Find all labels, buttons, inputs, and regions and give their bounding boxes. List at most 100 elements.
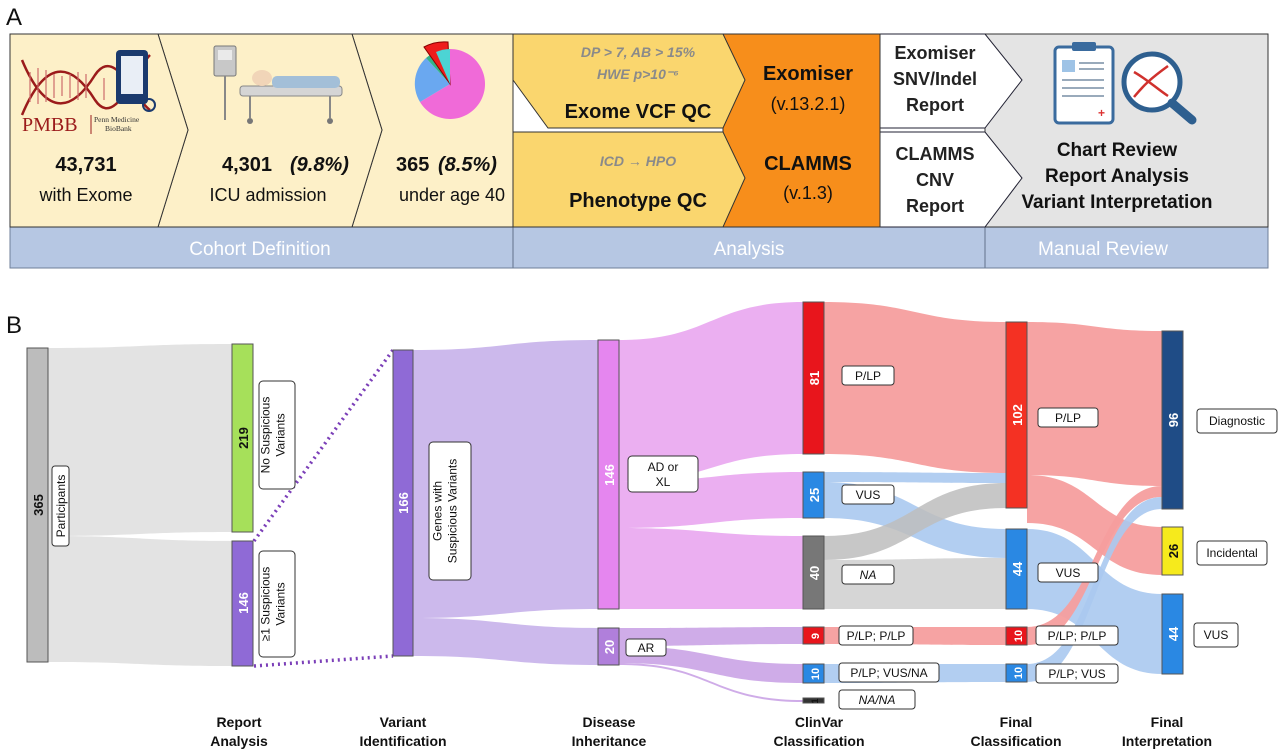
node-no-suspicious: 219 bbox=[231, 343, 254, 533]
report-exomiser-line2: SNV/Indel bbox=[893, 69, 977, 89]
pie-icon bbox=[414, 41, 486, 120]
section-analysis: Analysis bbox=[714, 239, 785, 260]
qc-chevron-phenotype bbox=[512, 131, 746, 228]
label-cv-plp: P/LP bbox=[841, 365, 895, 386]
svg-text:146: 146 bbox=[236, 592, 251, 614]
svg-text:96: 96 bbox=[1166, 413, 1181, 427]
node-fi-diagnostic: 96 bbox=[1161, 330, 1184, 510]
report-exomiser-line1: Exomiser bbox=[894, 43, 975, 63]
flow-adxl-plp bbox=[619, 302, 803, 482]
svg-text:P/LP; P/LP: P/LP; P/LP bbox=[847, 629, 906, 643]
qc-phenotype-criteria: ICD → HPO bbox=[600, 153, 676, 169]
node-cv-vus: 25 bbox=[802, 471, 825, 519]
node-fc-vus: 44 bbox=[1005, 528, 1028, 610]
svg-text:+: + bbox=[1098, 106, 1105, 120]
tools-box bbox=[722, 33, 881, 228]
flow-fc-plp-inc bbox=[1027, 475, 1162, 575]
node-fi-vus: 44 bbox=[1161, 593, 1184, 675]
node-cv-na-na: 1 bbox=[802, 697, 825, 704]
step-age-pct: (8.5%) bbox=[438, 154, 497, 176]
svg-text:26: 26 bbox=[1166, 544, 1181, 558]
label-no-suspicious: No SuspiciousVariants bbox=[258, 380, 296, 490]
label-suspicious: ≥1 SuspiciousVariants bbox=[258, 550, 296, 658]
svg-text:Genes withSuspicious Variants: Genes withSuspicious Variants bbox=[431, 459, 460, 564]
svg-text:No SuspiciousVariants: No SuspiciousVariants bbox=[259, 397, 288, 474]
node-fc-plp-plp: 10 bbox=[1005, 626, 1028, 646]
logo-acronym: PMBB bbox=[22, 114, 78, 136]
tool-exomiser-version: (v.13.2.1) bbox=[771, 94, 846, 114]
logo-name-line1: Penn Medicine bbox=[94, 115, 140, 124]
svg-text:44: 44 bbox=[1166, 626, 1181, 641]
label-ar: AR bbox=[625, 638, 667, 657]
svg-text:P/LP: P/LP bbox=[1055, 411, 1081, 425]
label-fi-incidental: Incidental bbox=[1196, 540, 1268, 566]
node-ar: 20 bbox=[597, 627, 620, 666]
step-exome-value: 43,731 bbox=[55, 154, 116, 176]
svg-text:81: 81 bbox=[807, 371, 822, 385]
svg-text:1: 1 bbox=[810, 698, 820, 703]
svg-text:219: 219 bbox=[236, 427, 251, 449]
svg-text:166: 166 bbox=[396, 492, 411, 514]
flow-fc-plp-diag bbox=[1027, 322, 1162, 486]
review-line3: Variant Interpretation bbox=[1021, 192, 1212, 213]
report-clamms-line3: Report bbox=[906, 196, 964, 216]
node-cv-plp: 81 bbox=[802, 301, 825, 455]
node-ad-xl: 146 bbox=[597, 339, 620, 610]
svg-text:10: 10 bbox=[1013, 630, 1025, 642]
node-cv-plp-plp: 9 bbox=[802, 626, 825, 645]
node-cv-na: 40 bbox=[802, 535, 825, 610]
qc-exome-criteria-2: HWE p>10⁻⁶ bbox=[597, 66, 679, 82]
label-genes: Genes withSuspicious Variants bbox=[428, 441, 472, 581]
svg-text:NA: NA bbox=[860, 568, 877, 582]
svg-text:P/LP; VUS: P/LP; VUS bbox=[1048, 667, 1105, 681]
panel-a-letter: A bbox=[6, 4, 22, 31]
label-fi-vus: VUS bbox=[1193, 622, 1239, 648]
svg-text:9: 9 bbox=[810, 633, 822, 639]
report-clamms-line2: CNV bbox=[916, 170, 954, 190]
icu-bed-icon bbox=[213, 45, 343, 124]
section-manual-review: Manual Review bbox=[1038, 239, 1168, 260]
flow-adxl-na bbox=[619, 528, 803, 609]
svg-text:Incidental: Incidental bbox=[1206, 546, 1257, 560]
qc-exome-title: Exome VCF QC bbox=[565, 101, 712, 123]
node-participants: 365 bbox=[26, 347, 49, 663]
qc-exome-criteria-1: DP > 7, AB > 15% bbox=[581, 44, 696, 60]
svg-text:≥1 SuspiciousVariants: ≥1 SuspiciousVariants bbox=[259, 567, 288, 642]
report-clamms-line1: CLAMMS bbox=[896, 144, 975, 164]
panel-b-letter: B bbox=[6, 312, 22, 339]
label-cv-plp-plp: P/LP; P/LP bbox=[838, 625, 914, 646]
section-bar bbox=[9, 226, 1269, 269]
svg-text:P/LP: P/LP bbox=[855, 369, 881, 383]
step-icu-pct: (9.8%) bbox=[290, 154, 349, 176]
tool-clamms-name: CLAMMS bbox=[764, 153, 852, 175]
node-cv-plp-vus: 10 bbox=[802, 663, 825, 684]
svg-text:10: 10 bbox=[1013, 667, 1025, 679]
node-fc-plp: 102 bbox=[1005, 321, 1028, 509]
svg-text:25: 25 bbox=[807, 488, 822, 502]
svg-text:Diagnostic: Diagnostic bbox=[1209, 414, 1265, 428]
tool-clamms-version: (v.1.3) bbox=[783, 183, 833, 203]
step-age-value: 365 bbox=[396, 154, 429, 176]
label-cv-vus: VUS bbox=[841, 484, 895, 505]
svg-text:P/LP; P/LP: P/LP; P/LP bbox=[1048, 629, 1107, 643]
svg-text:102: 102 bbox=[1010, 404, 1025, 426]
sankey-flows bbox=[48, 302, 1162, 702]
svg-text:VUS: VUS bbox=[1056, 566, 1081, 580]
section-cohort-definition: Cohort Definition bbox=[189, 239, 331, 260]
svg-text:Participants: Participants bbox=[54, 475, 68, 538]
node-genes: 166 bbox=[392, 349, 414, 657]
svg-text:44: 44 bbox=[1010, 561, 1025, 576]
svg-text:146: 146 bbox=[602, 464, 617, 486]
svg-text:20: 20 bbox=[602, 640, 617, 654]
label-fc-vus: VUS bbox=[1037, 562, 1099, 583]
step-icu-value: 4,301 bbox=[222, 154, 272, 176]
